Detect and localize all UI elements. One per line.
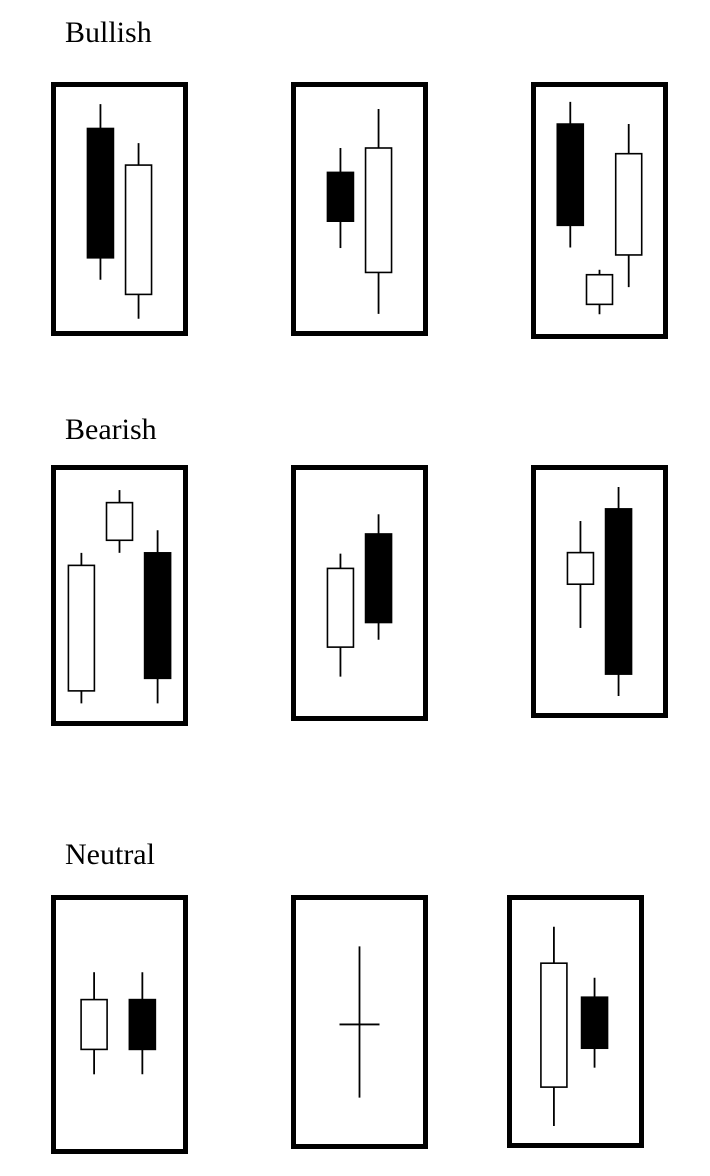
bearish-pattern-3 bbox=[531, 465, 668, 718]
neutral-pattern-3 bbox=[507, 895, 644, 1148]
bullish-pattern-1 bbox=[51, 82, 188, 336]
candle-body bbox=[580, 996, 609, 1050]
neutral-pattern-1 bbox=[51, 895, 188, 1154]
bearish-candle-2 bbox=[604, 487, 633, 696]
candlestick-plot bbox=[326, 514, 393, 677]
candle-body bbox=[540, 962, 568, 1088]
candle-body bbox=[326, 567, 355, 648]
bullish-pattern-2 bbox=[291, 82, 428, 336]
bearish-pattern-2 bbox=[291, 465, 428, 721]
candle-body bbox=[143, 552, 172, 680]
candle-body bbox=[80, 998, 108, 1051]
bearish-candle-1 bbox=[556, 101, 585, 248]
bullish-candle-3 bbox=[614, 124, 643, 288]
candlestick-plot bbox=[326, 108, 393, 314]
bearish-candle-1 bbox=[326, 148, 355, 249]
candlestick-plot bbox=[86, 104, 153, 319]
candle-body bbox=[566, 551, 595, 586]
bearish-candle-2 bbox=[580, 977, 609, 1068]
bullish-candle-1 bbox=[67, 552, 96, 704]
candle-body bbox=[364, 147, 393, 274]
candlestick-plot bbox=[540, 926, 609, 1126]
bullish-pattern-3 bbox=[531, 82, 668, 339]
bullish-candle-1 bbox=[326, 553, 355, 677]
candle-body bbox=[556, 123, 585, 227]
candle-body bbox=[67, 564, 96, 692]
candle-body bbox=[124, 164, 153, 296]
candle-body bbox=[128, 998, 157, 1051]
candle-body bbox=[105, 501, 134, 542]
section-title-neutral: Neutral bbox=[65, 838, 155, 871]
bearish-candle-2 bbox=[128, 972, 157, 1075]
neutral-pattern-2 bbox=[291, 895, 428, 1149]
section-title-bearish: Bearish bbox=[65, 413, 157, 446]
bearish-candle-1 bbox=[86, 104, 115, 280]
candle-body bbox=[86, 127, 115, 259]
bullish-candle-2 bbox=[585, 269, 614, 315]
bullish-candle-2 bbox=[105, 490, 134, 553]
candlestick-plot bbox=[339, 946, 380, 1098]
bullish-candle-2 bbox=[364, 108, 393, 314]
candlestick-plot bbox=[566, 487, 633, 696]
candlestick-plot bbox=[67, 490, 172, 704]
candle-body bbox=[364, 533, 393, 624]
bullish-candle-1 bbox=[540, 926, 568, 1126]
bullish-candle-1 bbox=[80, 972, 108, 1075]
candlestick-plot bbox=[80, 972, 157, 1075]
candle-body bbox=[326, 171, 355, 223]
candle-body bbox=[585, 273, 614, 306]
bearish-candle-2 bbox=[364, 514, 393, 640]
bearish-candle-3 bbox=[143, 530, 172, 704]
section-title-bullish: Bullish bbox=[65, 16, 152, 49]
bearish-pattern-1 bbox=[51, 465, 188, 726]
bullish-candle-1 bbox=[566, 521, 595, 628]
candlestick-plot bbox=[556, 101, 643, 315]
candle-body bbox=[604, 508, 633, 675]
bullish-candle-1 bbox=[339, 946, 380, 1098]
bullish-candle-2 bbox=[124, 143, 153, 319]
candle-body bbox=[614, 152, 643, 256]
